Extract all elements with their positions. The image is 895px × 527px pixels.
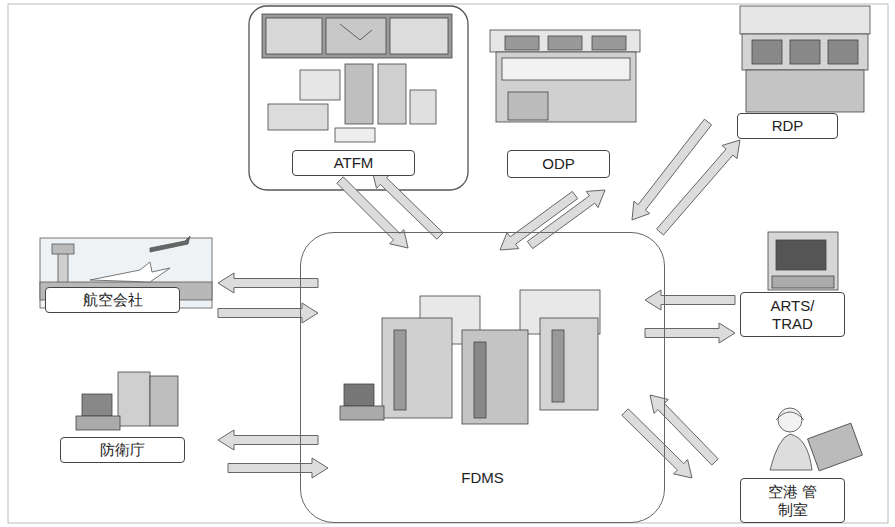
odp-console bbox=[490, 30, 640, 122]
tower-controller bbox=[770, 408, 862, 471]
airline-label: 航空会社 bbox=[45, 287, 180, 313]
arts-terminal bbox=[768, 232, 838, 290]
defense-servers bbox=[76, 372, 178, 430]
flow-arrow bbox=[218, 273, 318, 293]
flow-arrow bbox=[372, 170, 443, 239]
rdp-label: RDP bbox=[737, 113, 838, 139]
atfm-illustration bbox=[262, 14, 452, 142]
flow-arrow bbox=[650, 395, 718, 465]
flow-arrow bbox=[337, 177, 408, 248]
node-text: 防衛庁 bbox=[100, 441, 145, 459]
fdms-hub: FDMS bbox=[300, 232, 665, 523]
node-text: 空港 管制室 bbox=[763, 483, 823, 519]
node-text: ODP bbox=[542, 155, 575, 173]
atfm-label: ATFM bbox=[292, 150, 415, 176]
node-text: ARTS/ TRAD bbox=[763, 297, 823, 333]
flow-arrow bbox=[228, 458, 328, 478]
arts-label: ARTS/ TRAD bbox=[740, 292, 845, 337]
atfm-frame bbox=[249, 6, 468, 190]
node-text: RDP bbox=[772, 117, 804, 135]
tower-label: 空港 管制室 bbox=[740, 478, 845, 523]
node-text: FDMS bbox=[301, 469, 664, 487]
flow-arrow bbox=[645, 323, 735, 343]
flow-arrow bbox=[657, 140, 740, 235]
node-text: 航空会社 bbox=[83, 291, 143, 309]
fdms-servers bbox=[340, 290, 600, 424]
outer-frame bbox=[8, 4, 888, 523]
odp-label: ODP bbox=[507, 150, 610, 178]
rdp-console bbox=[740, 6, 870, 112]
flow-arrow bbox=[218, 303, 318, 323]
flow-arrow bbox=[218, 430, 318, 450]
flow-arrow bbox=[645, 290, 735, 310]
defense-label: 防衛庁 bbox=[60, 437, 185, 463]
flow-arrow bbox=[632, 119, 712, 220]
flow-arrow bbox=[622, 409, 692, 478]
flow-arrow bbox=[527, 190, 605, 249]
node-text: ATFM bbox=[334, 154, 374, 172]
